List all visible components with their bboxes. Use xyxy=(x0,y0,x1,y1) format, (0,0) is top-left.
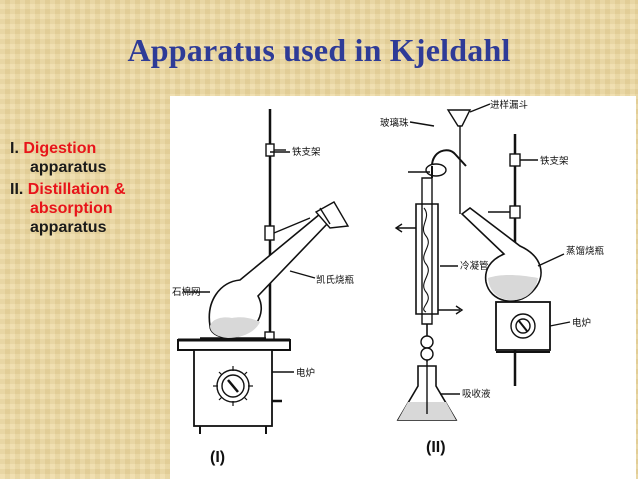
label-absorbent: 吸收液 xyxy=(462,388,491,400)
label-distilling-flask: 蒸馏烧瓶 xyxy=(566,245,605,257)
label-kjeldahl-flask: 凯氏烧瓶 xyxy=(316,274,355,286)
apparatus-legend: I. Digestion apparatus II. Distillation … xyxy=(10,139,126,237)
legend-name-distillation: Distillation & xyxy=(27,181,126,198)
sample-funnel xyxy=(446,109,472,127)
stove-1 xyxy=(193,349,273,427)
label-iron-stand-1: 铁支架 xyxy=(292,146,321,158)
legend-item-digestion: I. Digestion xyxy=(10,139,126,158)
legend-item-distillation: II. Distillation & xyxy=(10,180,126,199)
distillation-apparatus xyxy=(394,103,571,421)
figure-label-2: (II) xyxy=(426,439,446,456)
digestion-apparatus xyxy=(177,109,350,434)
label-condenser: 冷凝管 xyxy=(460,260,489,272)
legend-suffix-2: apparatus xyxy=(30,219,107,236)
apparatus-figure: 铁支架 石棉网 凯氏烧瓶 电炉 进样漏斗 玻璃珠 铁支架 蒸馏烧瓶 冷凝管 电炉… xyxy=(170,96,636,479)
slide-title: Apparatus used in Kjeldahl xyxy=(127,32,511,68)
label-electric-stove-1: 电炉 xyxy=(296,367,315,379)
legend-numeral-1: I. xyxy=(10,140,19,157)
legend-name-digestion: Digestion xyxy=(23,140,97,157)
legend-suffix-1: apparatus xyxy=(30,159,107,176)
label-asbestos-net: 石棉网 xyxy=(172,286,201,298)
condenser xyxy=(415,203,439,315)
label-iron-stand-2: 铁支架 xyxy=(540,155,569,167)
apparatus-drawing: 铁支架 石棉网 凯氏烧瓶 电炉 进样漏斗 玻璃珠 铁支架 蒸馏烧瓶 冷凝管 电炉… xyxy=(172,99,605,466)
label-electric-stove-2: 电炉 xyxy=(572,317,591,329)
figure-label-1: (I) xyxy=(210,449,225,466)
legend-name-absorption: absorption xyxy=(30,200,113,217)
label-sample-funnel: 进样漏斗 xyxy=(490,99,528,111)
label-glass-bead: 玻璃珠 xyxy=(380,117,409,129)
legend-numeral-2: II. xyxy=(10,181,24,198)
